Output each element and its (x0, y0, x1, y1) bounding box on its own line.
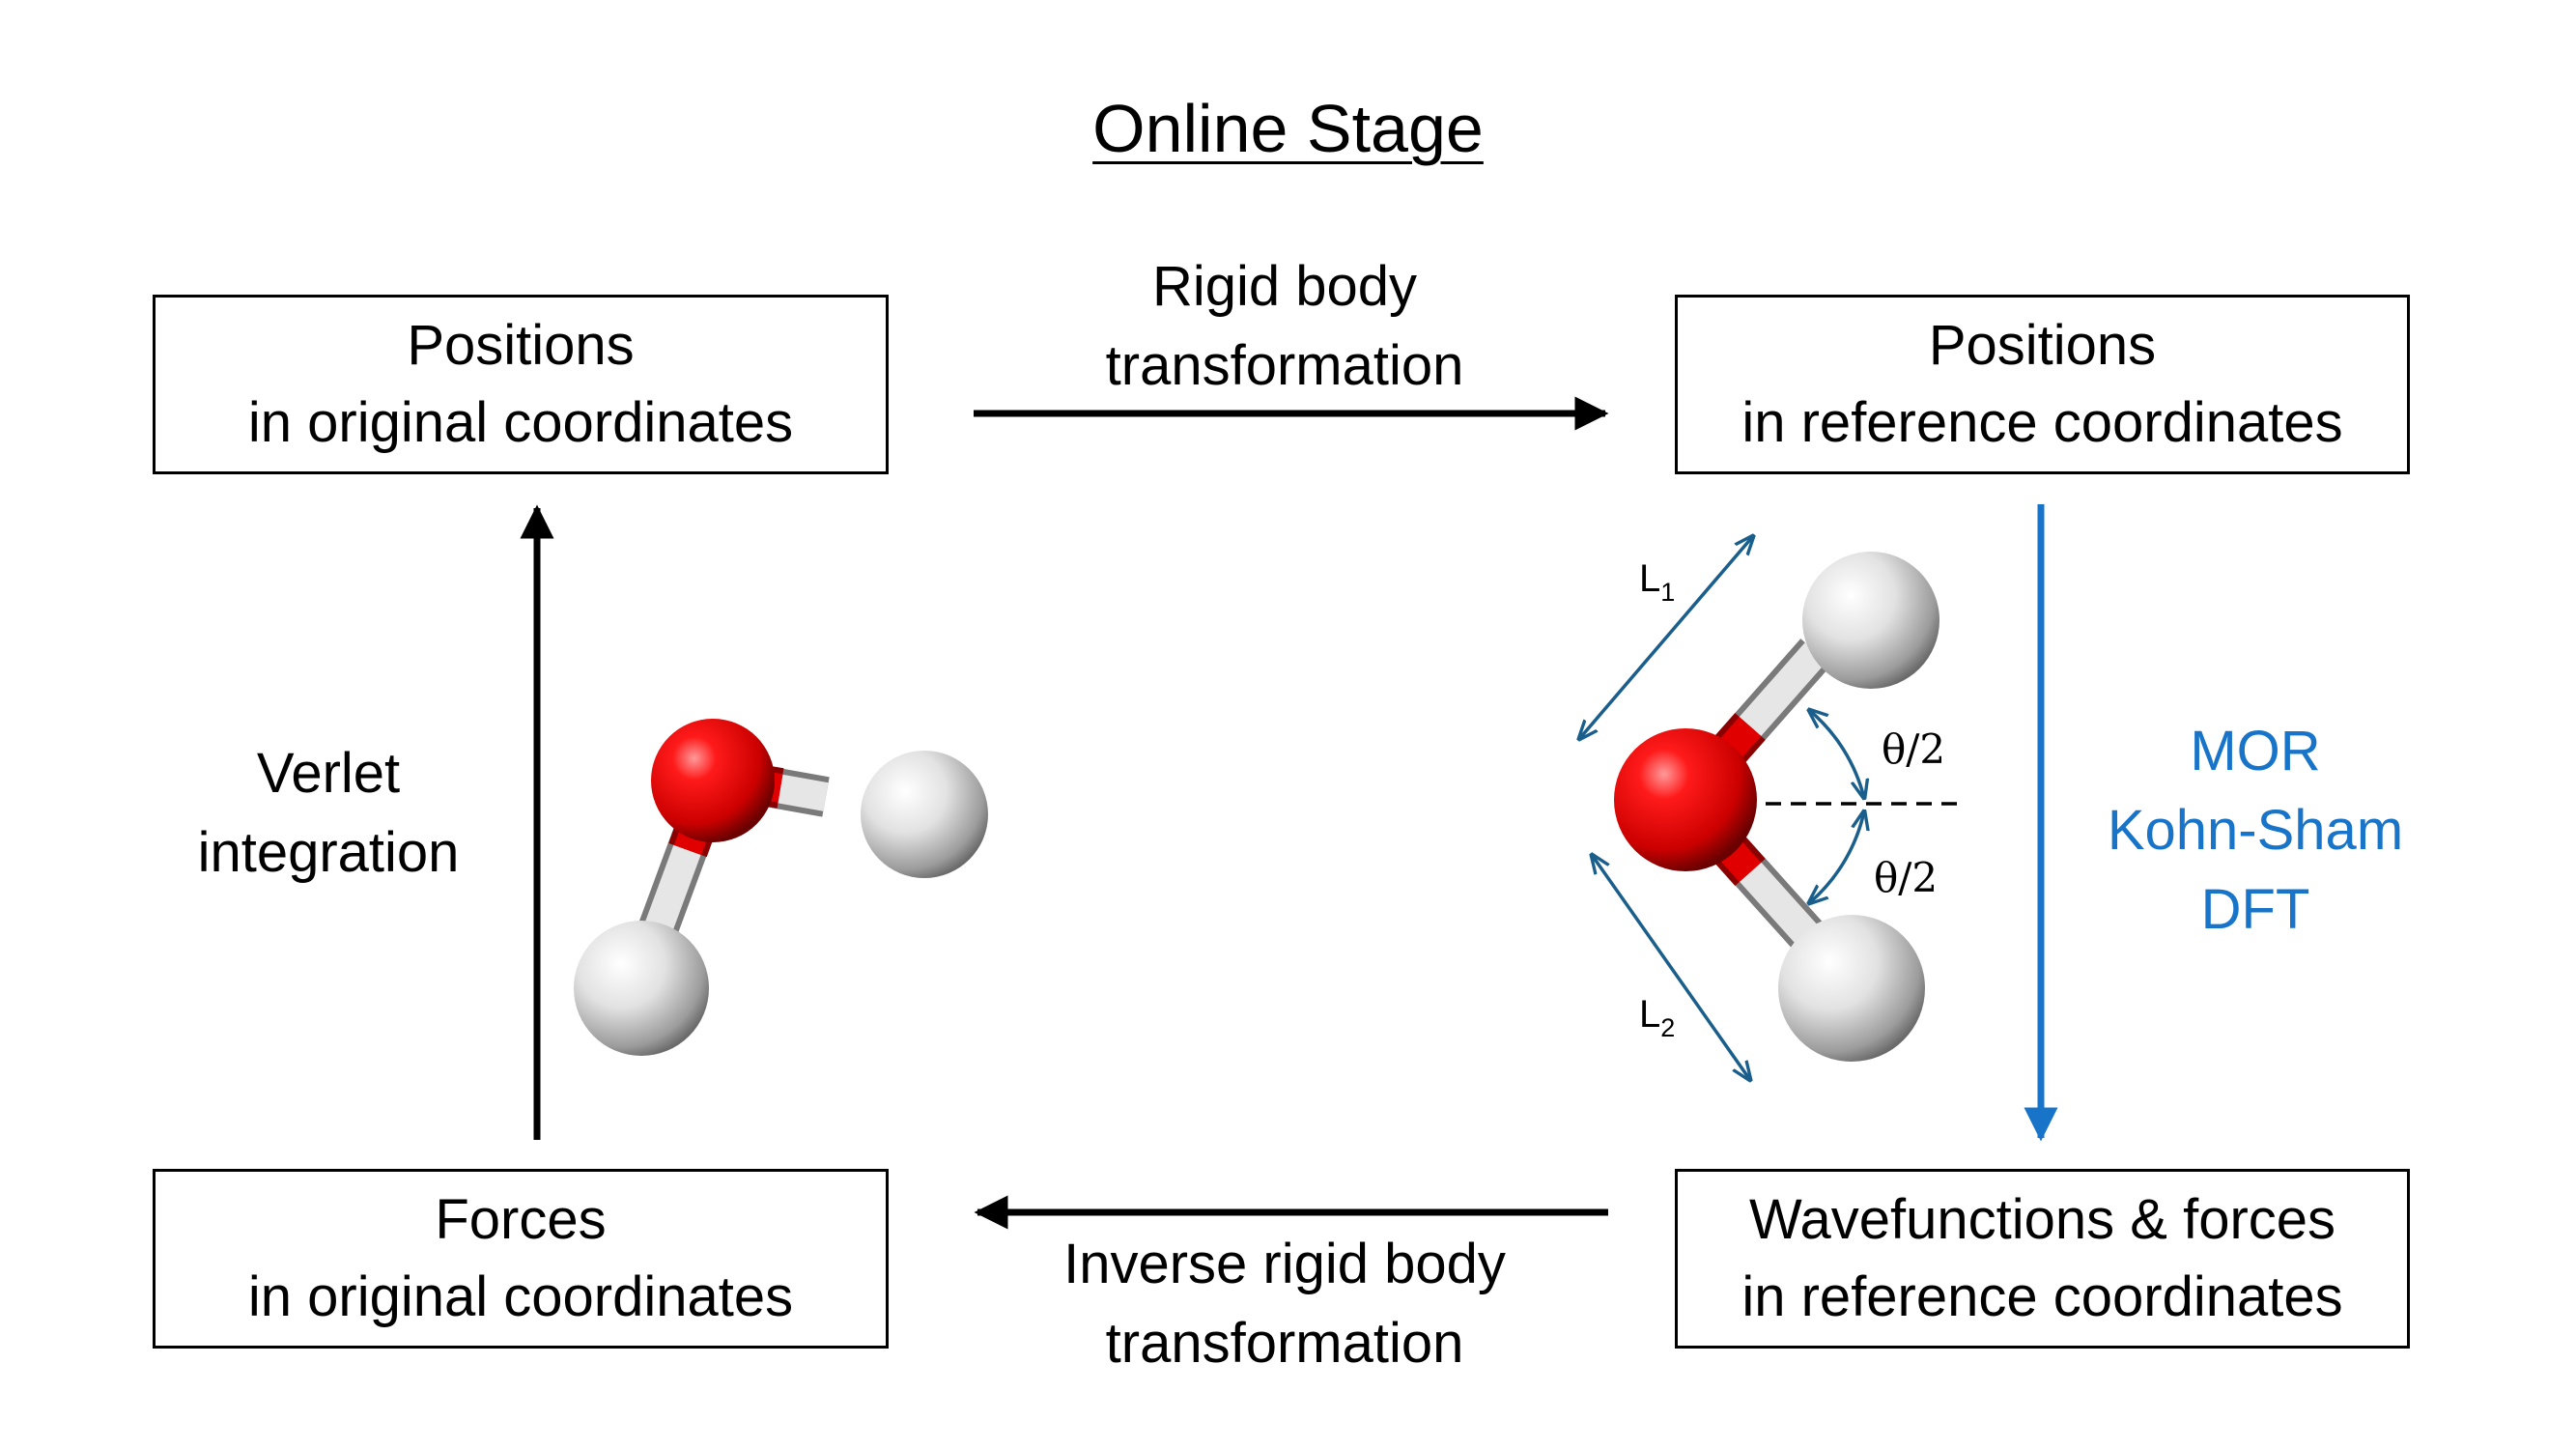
hydrogen-atom-upper (1802, 552, 1939, 689)
rigid-body-transformation-label: Rigid body transformation (995, 247, 1574, 406)
inverse-rigid-body-transformation-label: Inverse rigid body transformation (995, 1225, 1574, 1383)
l1-dimension-arrow (1579, 536, 1753, 739)
verlet-integration-label: Verlet integration (155, 734, 502, 893)
angle-arc-lower (1809, 811, 1864, 903)
forces-original-box: Forces in original coordinates (153, 1169, 889, 1349)
l2-dimension-arrow (1592, 855, 1750, 1080)
theta-half-lower-label: θ/2 (1874, 854, 1938, 901)
l1-subscript: 1 (1660, 578, 1675, 607)
label-line: MOR (2190, 720, 2321, 782)
molecule-annotations: L1 L2 θ/2 θ/2 (1579, 536, 1961, 1080)
label-line: DFT (2200, 878, 2310, 941)
l2-label: L2 (1639, 993, 1675, 1042)
label-line: Rigid body (1151, 255, 1418, 318)
water-molecule-original (574, 719, 988, 1056)
label-line: transformation (1105, 1312, 1464, 1375)
box-subheading: in reference coordinates (1741, 391, 2343, 454)
wavefunctions-forces-reference-box: Wavefunctions & forces in reference coor… (1675, 1169, 2410, 1349)
l1-label: L1 (1639, 557, 1675, 607)
positions-original-box: Positions in original coordinates (153, 295, 889, 474)
theta-half-upper-label: θ/2 (1882, 725, 1945, 773)
label-line: Inverse rigid body (1063, 1233, 1506, 1295)
box-heading: Wavefunctions & forces (1748, 1188, 2336, 1251)
hydrogen-atom-right (861, 751, 988, 878)
oxygen-atom (651, 719, 775, 842)
label-line: integration (197, 821, 460, 884)
box-subheading: in original coordinates (247, 1265, 794, 1328)
box-subheading: in original coordinates (247, 391, 794, 454)
label-line: transformation (1105, 334, 1464, 397)
box-subheading: in reference coordinates (1741, 1265, 2343, 1328)
label-line: Kohn-Sham (2107, 799, 2404, 862)
positions-reference-box: Positions in reference coordinates (1675, 295, 2410, 474)
box-heading: Positions (1928, 314, 2157, 377)
label-line: Verlet (256, 742, 401, 805)
hydrogen-atom-lower-ref (1778, 915, 1925, 1062)
mor-kohn-sham-dft-label: MOR Kohn-Sham DFT (2077, 712, 2434, 950)
angle-arc-upper (1809, 710, 1864, 798)
box-heading: Forces (435, 1188, 607, 1251)
l2-subscript: 2 (1660, 1013, 1675, 1042)
oxygen-atom-ref (1614, 728, 1757, 871)
water-molecule-reference (1614, 552, 1939, 1062)
hydrogen-atom-lower (574, 921, 709, 1056)
box-heading: Positions (407, 314, 635, 377)
page-title: Online Stage (1092, 91, 1484, 166)
